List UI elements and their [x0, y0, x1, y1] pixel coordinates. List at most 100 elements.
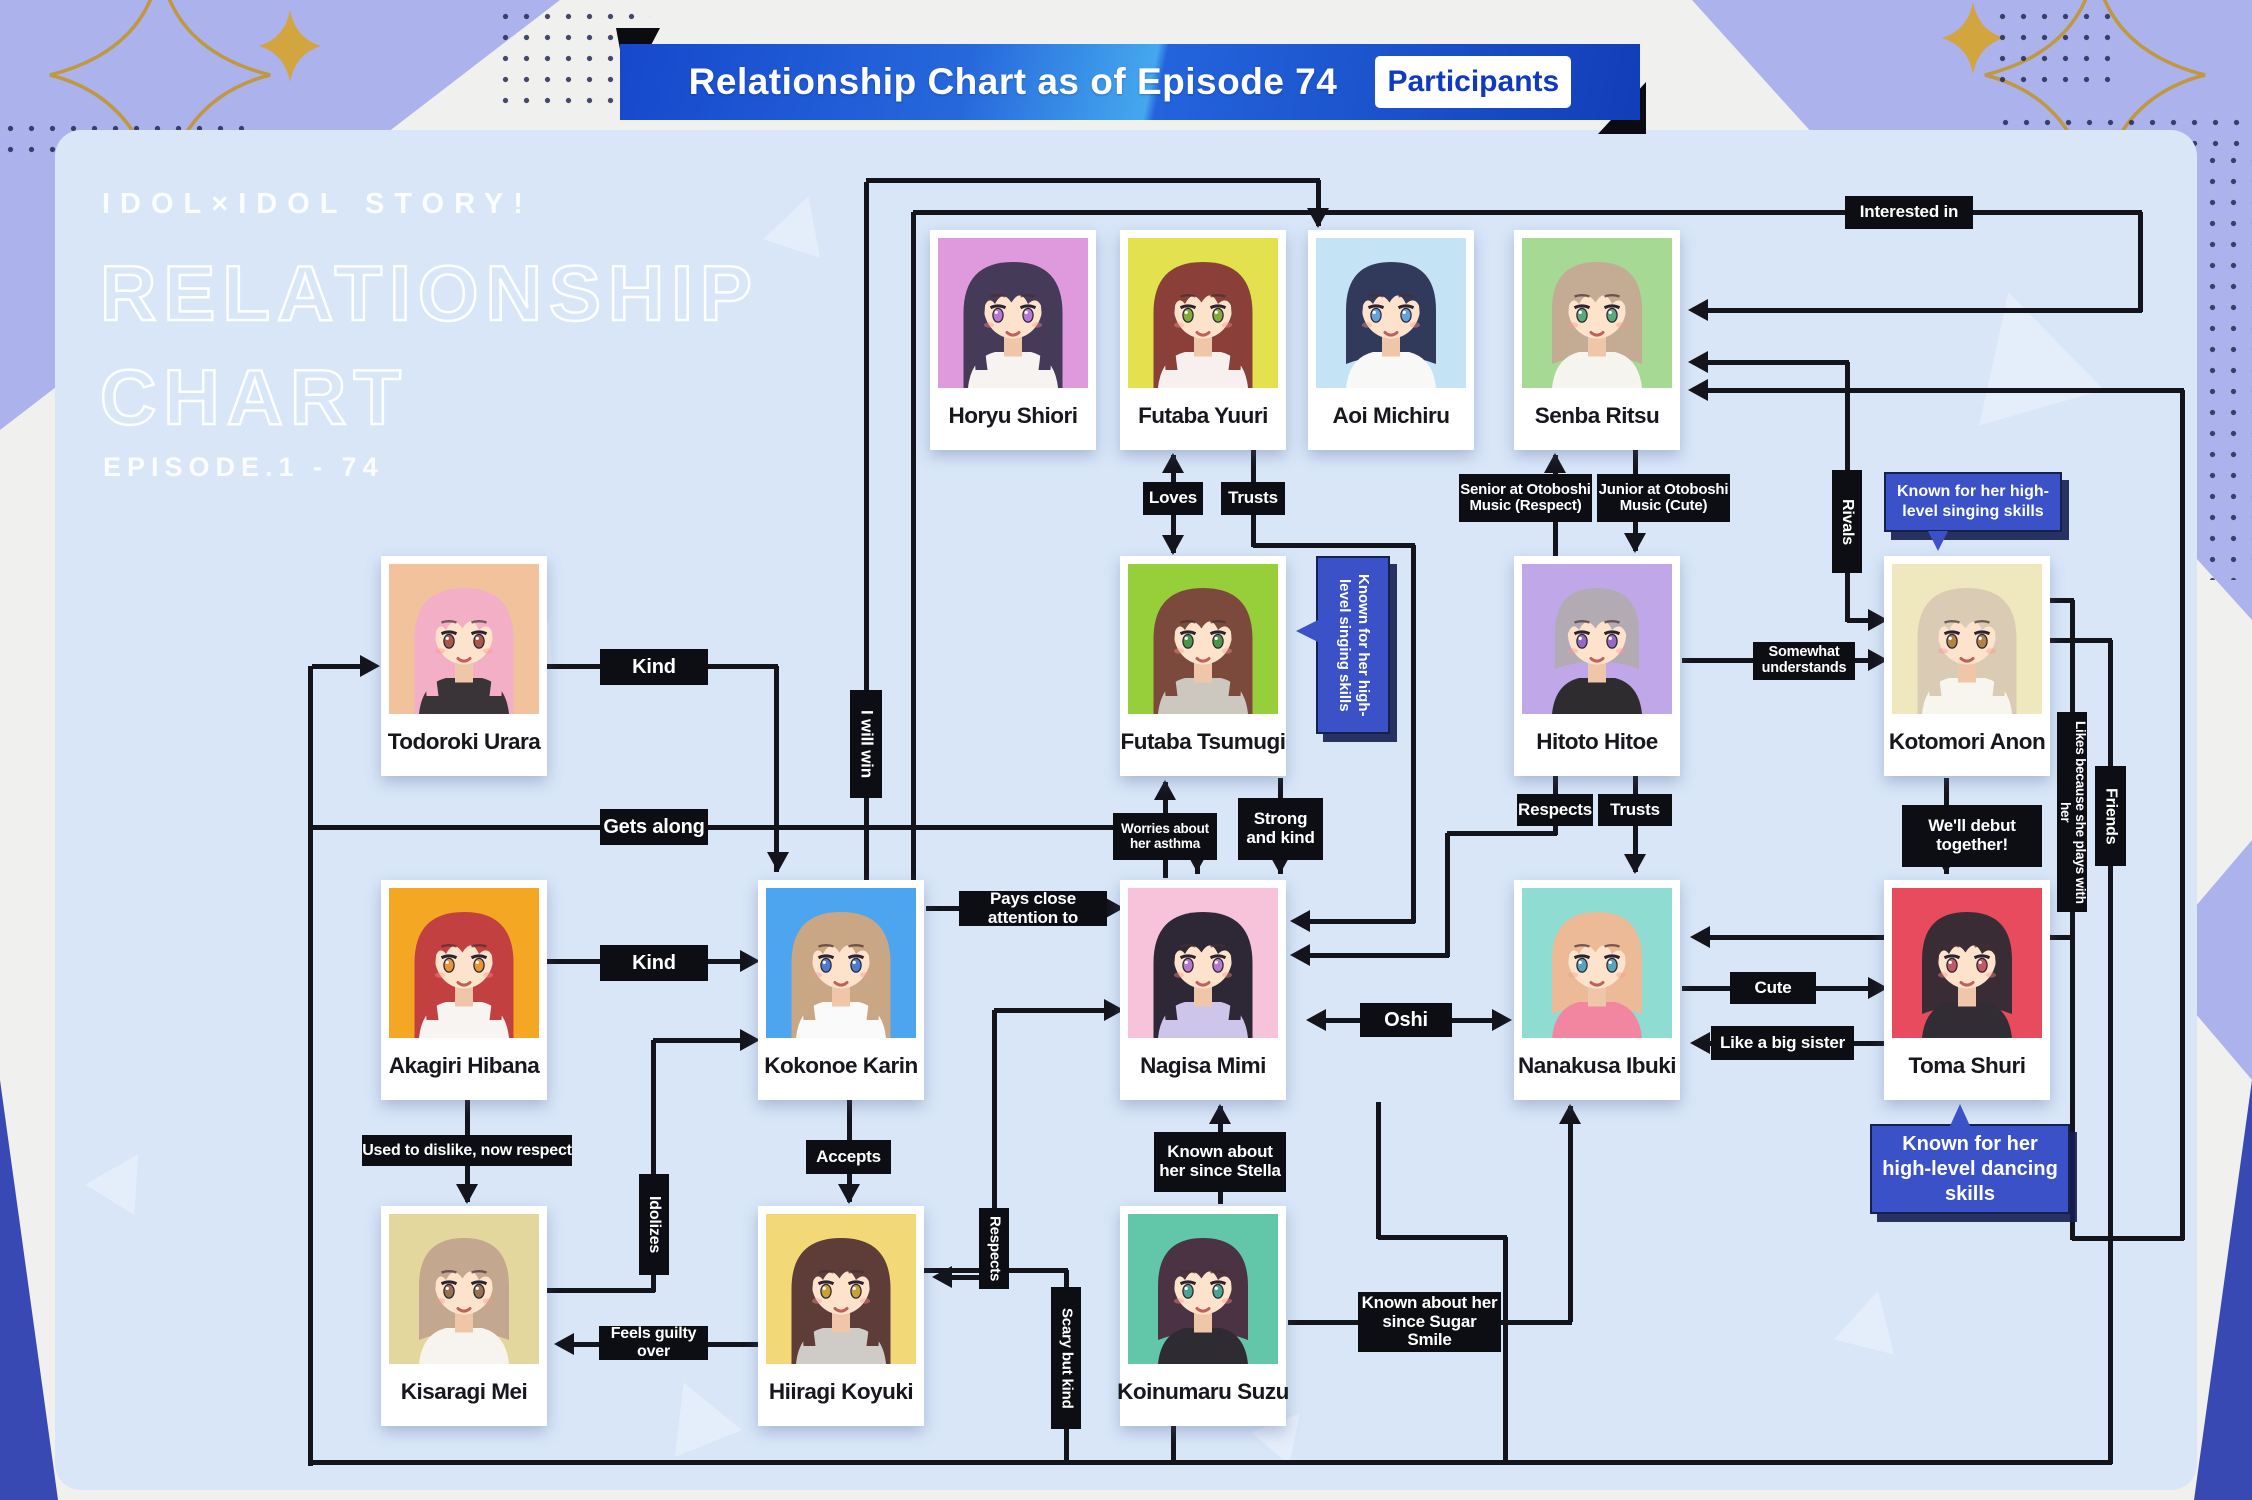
portrait-kisaragi-mei — [389, 1214, 539, 1364]
portrait-hitoto-hitoe — [1522, 564, 1672, 714]
relation-label-friends: Friends — [2095, 766, 2126, 866]
speech-bubble-text: Known for her high-level singing skills — [1897, 483, 2049, 520]
character-card-akagiri-hibana: Akagiri Hibana — [381, 880, 547, 1100]
arrowhead-icon — [740, 1029, 760, 1051]
relation-label-pays-close-attention: Pays close attention to — [959, 889, 1107, 926]
character-name: Aoi Michiru — [1332, 403, 1451, 428]
relation-label-used-to-dislike: Used to dislike, now respect — [362, 1135, 572, 1166]
star-filled-icon — [259, 10, 321, 82]
portrait-koinumaru-suzu — [1128, 1214, 1278, 1364]
character-name: Futaba Yuuri — [1138, 403, 1268, 428]
relation-label-trusts-hitoe: Trusts — [1598, 794, 1672, 826]
connector-line — [2072, 1236, 2184, 1241]
arrowhead-icon — [740, 950, 760, 972]
arrowhead-icon — [1868, 649, 1888, 671]
header-banner: Relationship Chart as of Episode 74 Part… — [620, 44, 1640, 120]
arrowhead-icon — [1162, 453, 1184, 473]
character-card-horyu-shiori: Horyu Shiori — [930, 230, 1096, 450]
relation-label-strong-and-kind: Strong and kind — [1238, 798, 1323, 860]
arrowhead-icon — [1690, 1032, 1710, 1054]
connector-line — [1306, 919, 1415, 924]
connector-line — [312, 1460, 2112, 1465]
arrowhead-icon — [1624, 854, 1646, 874]
arrowhead-icon — [1559, 1104, 1581, 1124]
character-name: Futaba Tsumugi — [1120, 729, 1286, 754]
portrait-hiiragi-koyuki — [766, 1214, 916, 1364]
connector-line — [1704, 360, 1849, 365]
connector-line — [992, 1010, 997, 1279]
character-name: Hiiragi Koyuki — [768, 1379, 914, 1404]
character-card-futaba-tsumugi: Futaba Tsumugi — [1120, 556, 1286, 776]
character-card-kotomori-anon: Kotomori Anon — [1884, 556, 2050, 776]
arrowhead-icon — [1306, 1009, 1326, 1031]
page-title: Relationship Chart as of Episode 74 — [688, 61, 1338, 102]
character-name: Kotomori Anon — [1888, 729, 2046, 754]
portrait-nagisa-mimi — [1128, 888, 1278, 1038]
connector-line — [2050, 638, 2112, 643]
portrait-kotomori-anon — [1892, 564, 2042, 714]
arrowhead-icon — [1290, 910, 1310, 932]
episode-range: EPISODE.1 - 74 — [103, 452, 384, 482]
character-name: Senba Ritsu — [1534, 403, 1660, 428]
relation-label-respects-hitoe: Respects — [1517, 794, 1593, 826]
connector-line — [653, 1038, 743, 1043]
character-card-hiiragi-koyuki: Hiiragi Koyuki — [758, 1206, 924, 1426]
relation-label-oshi: Oshi — [1360, 1003, 1452, 1037]
connector-line — [1411, 545, 1416, 923]
relation-label-likes-plays-with-her: Likes because she plays with her — [2057, 712, 2088, 912]
connector-line — [1447, 831, 1557, 836]
relation-label-idolizes: Idolizes — [639, 1174, 669, 1275]
portrait-senba-ritsu — [1522, 238, 1672, 388]
character-name: Horyu Shiori — [948, 403, 1078, 428]
arrowhead-icon — [1104, 999, 1124, 1021]
chart-title-line2: CHART — [99, 352, 408, 443]
arrowhead-icon — [1544, 453, 1566, 473]
relation-label-i-will-win: I will win — [850, 690, 882, 798]
character-card-toma-shuri: Toma Shuri — [1884, 880, 2050, 1100]
character-name: Nagisa Mimi — [1140, 1053, 1266, 1078]
relation-label-gets-along: Gets along — [600, 809, 708, 845]
connector-line — [2070, 600, 2075, 1240]
connector-line — [866, 178, 1320, 183]
connector-line — [1316, 180, 1321, 226]
arrowhead-icon — [1162, 535, 1184, 555]
arrowhead-icon — [1690, 926, 1710, 948]
connector-line — [913, 210, 2142, 215]
connector-line — [1378, 1235, 1507, 1240]
arrowhead-icon — [1868, 609, 1888, 631]
relation-label-trusts-yuuri: Trusts — [1221, 482, 1285, 515]
speech-bubble-anon-singing: Known for her high-level singing skills — [1884, 472, 2062, 532]
arrowhead-icon — [1868, 977, 1888, 999]
arrowhead-icon — [1688, 351, 1708, 373]
connector-line — [2180, 390, 2185, 1240]
arrowhead-icon — [1688, 299, 1708, 321]
relation-label-like-a-big-sister: Like a big sister — [1711, 1026, 1854, 1060]
character-name: Toma Shuri — [1908, 1053, 2026, 1078]
arrowhead-icon — [456, 1184, 478, 1204]
arrowhead-icon — [1290, 944, 1310, 966]
arrowhead-icon — [1492, 1009, 1512, 1031]
connector-line — [651, 1040, 656, 1292]
character-card-todoroki-urara: Todoroki Urara — [381, 556, 547, 776]
relation-label-accepts: Accepts — [806, 1140, 891, 1174]
participants-button[interactable]: Participants — [1375, 56, 1572, 108]
character-card-kisaragi-mei: Kisaragi Mei — [381, 1206, 547, 1426]
relation-label-worries-asthma: Worries about her asthma — [1113, 813, 1217, 860]
relation-label-junior-otoboshi: Junior at Otoboshi Music (Cute) — [1597, 474, 1730, 522]
character-name: Kokonoe Karin — [764, 1053, 918, 1078]
arrowhead-icon — [1104, 897, 1124, 919]
relation-label-kind-urara-karin: Kind — [600, 649, 708, 685]
connector-line — [911, 212, 916, 882]
character-name: Koinumaru Suzu — [1117, 1379, 1289, 1404]
connector-line — [547, 1288, 655, 1293]
connector-line — [948, 1275, 996, 1280]
character-name: Kisaragi Mei — [400, 1379, 528, 1404]
connector-line — [2050, 598, 2074, 603]
connector-line — [1704, 308, 2142, 313]
character-card-hitoto-hitoe: Hitoto Hitoe — [1514, 556, 1680, 776]
connector-line — [308, 666, 313, 1466]
chart-title-line1: RELATIONSHIP — [99, 248, 759, 339]
arrowhead-icon — [1209, 1104, 1231, 1124]
character-card-kokonoe-karin: Kokonoe Karin — [758, 880, 924, 1100]
series-title: IDOL×IDOL STORY! — [102, 188, 533, 220]
